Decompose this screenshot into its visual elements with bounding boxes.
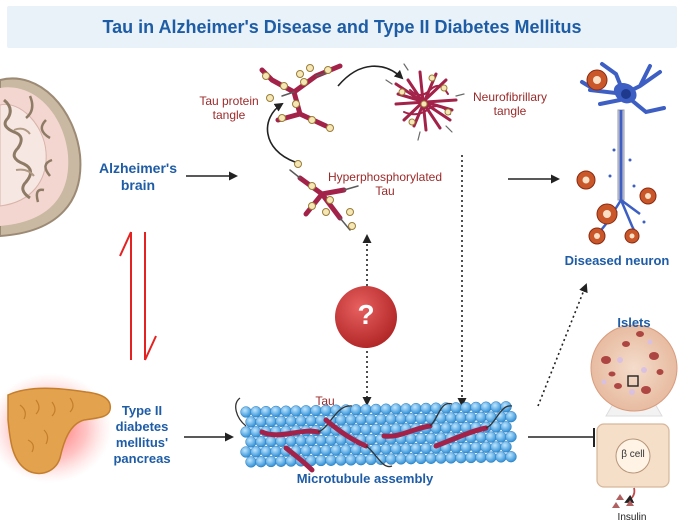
neurofibrillary-tangle-icon: [385, 63, 465, 141]
question-mark: ?: [357, 299, 375, 330]
bidirectional-arrow-icon: [119, 231, 157, 361]
microtubule-assembly-label: Microtubule assembly: [296, 471, 434, 486]
brain-section-icon: [0, 77, 82, 238]
tau-strand: [259, 428, 321, 438]
microtubule-icon: [235, 397, 517, 473]
tau-label: Tau: [315, 394, 335, 408]
insulin-label: Insulin: [617, 512, 647, 523]
diseased-neuron-label: Diseased neuron: [564, 253, 670, 268]
question-icon: [335, 286, 397, 348]
neuron-icon: [580, 62, 666, 239]
tau-tail: [429, 402, 453, 427]
tau-tail: [317, 405, 353, 433]
tau-tail: [485, 405, 513, 429]
beta-cell-icon: [596, 423, 670, 508]
islet-icon: [590, 324, 678, 417]
flow-arrows: [184, 65, 595, 447]
tau-strand: [283, 445, 315, 473]
islets-label: Islets: [617, 315, 651, 330]
dotted-arrows: [362, 155, 588, 407]
tau-strand: [381, 423, 433, 439]
beta-cell-label: β cell: [621, 449, 645, 460]
pancreas-icon: [0, 373, 112, 483]
hyperphosphorylated-tau-icon: [289, 160, 359, 231]
tau-strand: [323, 417, 369, 449]
page-title: Tau in Alzheimer's Disease and Type II D…: [102, 17, 582, 37]
title-banner: Tau in Alzheimer's Disease and Type II D…: [7, 6, 677, 48]
tau-strand: [433, 425, 489, 449]
amyloid-plaque-icons: [576, 69, 657, 245]
tau-tail: [365, 445, 393, 468]
tau-protein-tangle-icon: [259, 63, 343, 132]
tau-tail: [235, 397, 247, 427]
